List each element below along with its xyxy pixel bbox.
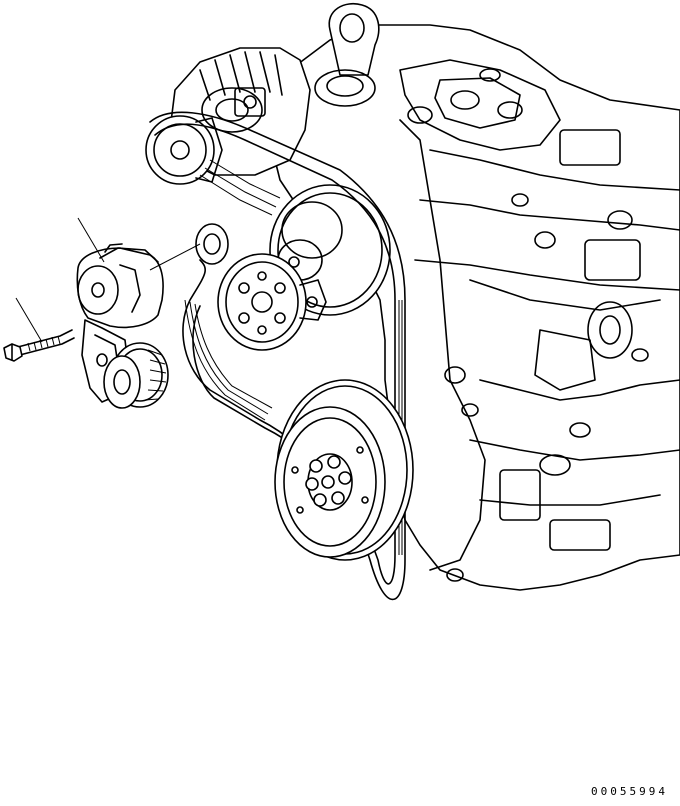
alternator-pulley <box>145 115 223 185</box>
mounting-bolt <box>3 329 75 362</box>
belt-tensioner <box>76 243 169 409</box>
leader-lines <box>15 217 201 343</box>
engine-block <box>269 24 680 591</box>
crankshaft-pulley <box>274 379 414 561</box>
lifting-eye <box>314 3 380 107</box>
drawing-number: 00055994 <box>591 785 668 798</box>
fan-hub <box>217 253 327 351</box>
idler-pulley <box>195 223 229 265</box>
